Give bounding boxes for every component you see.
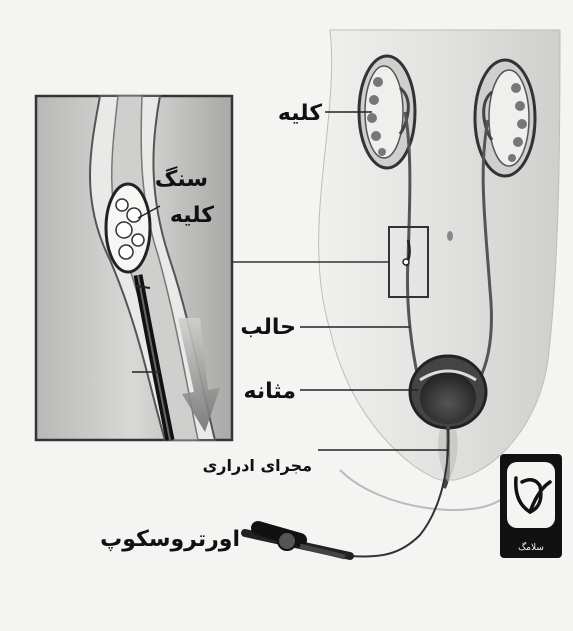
label-urethra: مجرای ادراری [203, 456, 312, 475]
label-ureter: حالب [240, 315, 296, 340]
logo-text: سلامگ [518, 541, 544, 553]
label-kidney-stone-line2: کلیه [170, 203, 214, 228]
stone-closeup-inset [36, 96, 232, 440]
label-bladder: مثانه [244, 379, 296, 404]
brand-logo: سلامگ [500, 454, 562, 558]
ureteroscope-instrument [245, 528, 350, 557]
label-kidney-stone-line1: سنگ [155, 165, 208, 192]
label-ureteroscope: اورتروسکوپ [100, 527, 240, 552]
kidney-stone [106, 184, 150, 272]
label-kidney: کلیه [278, 101, 322, 126]
bladder [410, 356, 486, 428]
